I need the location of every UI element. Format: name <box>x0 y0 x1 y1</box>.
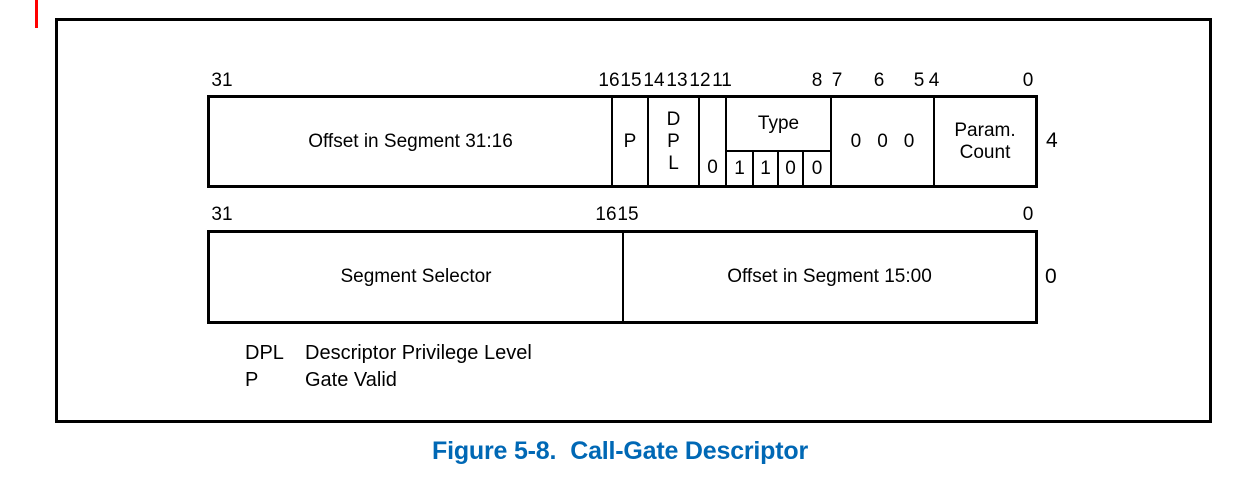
legend-term-dpl: DPL <box>245 342 284 364</box>
type-bit-divider-3 <box>802 152 804 185</box>
divider-bit15-14 <box>647 98 649 185</box>
bit-tick-0-row2: 0 <box>1022 204 1034 225</box>
type-bit-divider-1 <box>752 152 754 185</box>
bit-tick-13: 13 <box>666 70 688 91</box>
legend-definition-p: Gate Valid <box>305 369 397 391</box>
dpl-letter-l: L <box>668 152 679 174</box>
figure-caption-title: Call-Gate Descriptor <box>570 437 808 465</box>
type-sub-divider <box>725 150 830 152</box>
bit-tick-6: 6 <box>873 70 885 91</box>
zero-bit-6: 0 <box>877 130 888 152</box>
type-bit-divider-2 <box>777 152 779 185</box>
field-segment-selector: Segment Selector <box>340 266 492 287</box>
field-dpl: D P L <box>649 98 698 185</box>
dpl-letter-d: D <box>666 108 681 130</box>
zero-bit-7: 0 <box>850 130 862 152</box>
bit-tick-16: 16 <box>598 70 620 91</box>
dword0-offset-label: 0 <box>1045 265 1057 288</box>
param-count-line2: Count <box>959 141 1011 163</box>
bit-tick-12: 12 <box>689 70 711 91</box>
param-count-line1: Param. <box>954 119 1016 141</box>
figure-caption: Figure 5-8. Call-Gate Descriptor <box>0 437 1240 466</box>
divider-bit12-11 <box>725 98 727 185</box>
bit-tick-5: 5 <box>913 70 925 91</box>
legend: DPL Descriptor Privilege Level P Gate Va… <box>245 340 532 394</box>
field-param-count: Param. Count <box>935 98 1035 185</box>
legend-term-p: P <box>245 369 259 391</box>
divider-selector-offset <box>622 233 624 321</box>
bit-tick-31-row2: 31 <box>211 204 233 225</box>
bit-tick-8: 8 <box>811 70 823 91</box>
bit-tick-11: 11 <box>712 70 732 91</box>
type-bit-8: 0 <box>811 157 823 179</box>
legend-definition-dpl: Descriptor Privilege Level <box>305 342 532 364</box>
legend-row-p: P Gate Valid <box>245 367 532 394</box>
type-bit-9: 0 <box>785 157 796 179</box>
legend-row-dpl: DPL Descriptor Privilege Level <box>245 340 532 367</box>
bit-tick-31: 31 <box>211 70 233 91</box>
type-bit-11: 1 <box>734 157 745 179</box>
field-reserved-zeros: 0 0 0 <box>832 98 933 185</box>
divider-bit16-15 <box>611 98 613 185</box>
bit-tick-14: 14 <box>643 70 665 91</box>
bit-tick-7: 7 <box>831 70 843 91</box>
descriptor-dword-high: Offset in Segment 31:16 P D P L 0 Type 1… <box>207 95 1038 188</box>
divider-bit5-4 <box>933 98 935 185</box>
zero-bit-5: 0 <box>903 130 915 152</box>
field-type-label: Type <box>757 113 800 134</box>
field-offset-low: Offset in Segment 15:00 <box>727 266 932 287</box>
figure-caption-label: Figure 5-8. <box>432 437 557 465</box>
descriptor-dword-low: Segment Selector Offset in Segment 15:00 <box>207 230 1038 324</box>
revision-change-bar <box>35 0 38 28</box>
field-p: P <box>623 130 637 152</box>
bit-tick-4: 4 <box>928 70 940 91</box>
type-bit-10: 1 <box>760 157 771 179</box>
bit-tick-0: 0 <box>1022 70 1034 91</box>
figure-frame <box>55 18 1212 423</box>
dword4-offset-label: 4 <box>1046 129 1058 152</box>
bit-tick-15: 15 <box>620 70 642 91</box>
bit-tick-16-row2: 16 <box>595 204 617 225</box>
field-bit12-zero: 0 <box>707 156 718 178</box>
dpl-letter-p: P <box>667 130 680 152</box>
field-offset-high: Offset in Segment 31:16 <box>308 130 513 152</box>
divider-bit13-12 <box>698 98 700 185</box>
divider-bit8-7 <box>830 98 832 185</box>
bit-tick-15-row2: 15 <box>617 204 639 225</box>
